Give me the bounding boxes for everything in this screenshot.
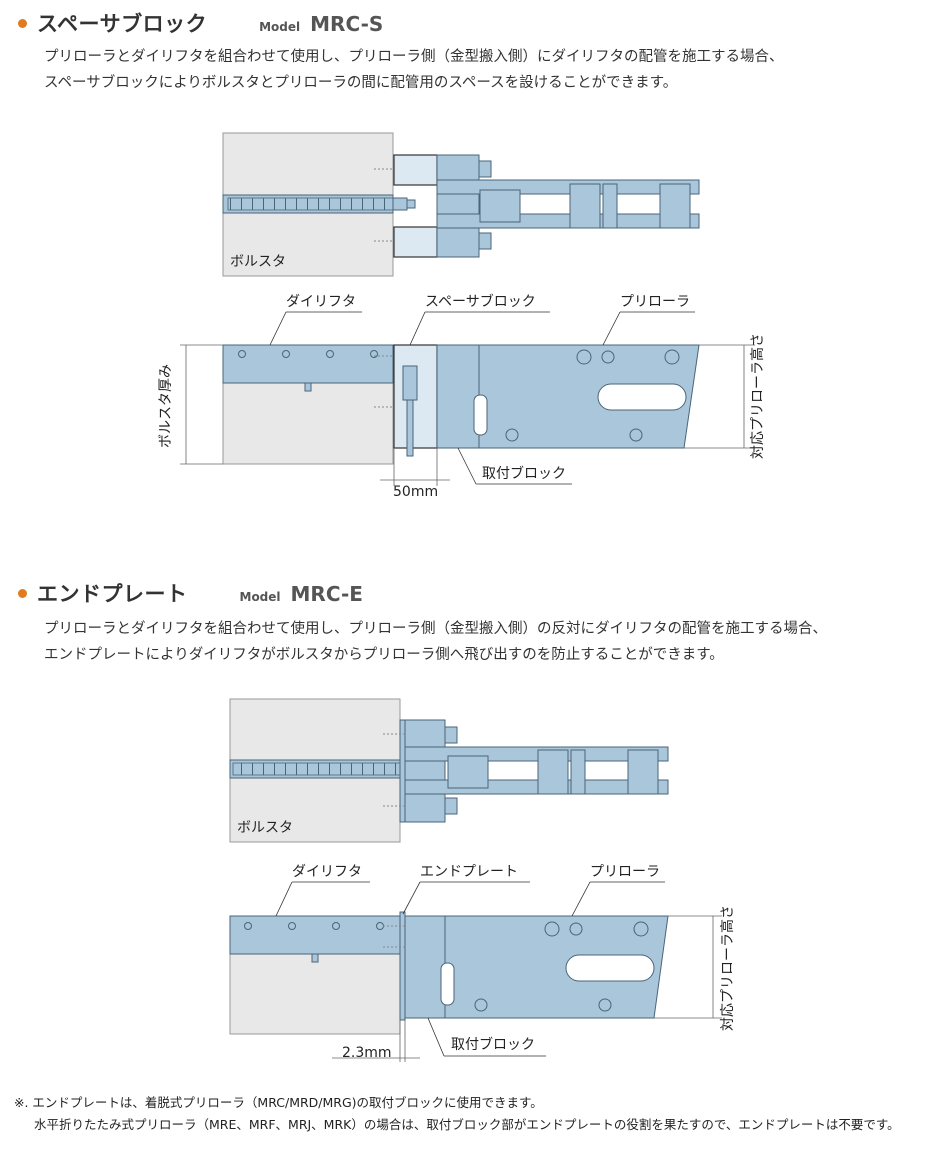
section-description: プリローラとダイリフタを組合わせて使用し、プリローラ側（金型搬入側）の反対にダイ… bbox=[44, 616, 827, 668]
bolt-hole bbox=[598, 998, 612, 1012]
bolt-hole bbox=[332, 922, 340, 930]
roller bbox=[659, 183, 691, 229]
orange-bullet-icon bbox=[18, 19, 27, 28]
label-mount-block: 取付ブロック bbox=[451, 1036, 535, 1053]
pipe-fitting bbox=[406, 199, 416, 209]
pipe-coupler bbox=[402, 365, 418, 401]
roller-wheel bbox=[664, 349, 680, 365]
label-bolster: ボルスタ bbox=[230, 254, 286, 270]
model-code: MRC-E bbox=[290, 582, 363, 606]
roller bbox=[627, 749, 659, 795]
bolt-hole bbox=[370, 350, 378, 358]
bolt-head bbox=[478, 160, 492, 178]
model-label: Model bbox=[259, 20, 301, 34]
label-mount-block: 取付ブロック bbox=[482, 465, 566, 482]
end-plate bbox=[399, 719, 406, 823]
roller-wheel bbox=[633, 921, 649, 937]
stopper bbox=[304, 382, 312, 392]
dielifter-rack bbox=[232, 762, 401, 776]
leader-line bbox=[409, 311, 426, 346]
endplate-plan-view: ボルスタ bbox=[229, 698, 669, 843]
label-dielifter: ダイリフタ bbox=[292, 864, 362, 880]
description-line: エンドプレートによりダイリフタがボルスタからプリローラ側へ飛び出すのを防止するこ… bbox=[44, 647, 724, 663]
bolt-head bbox=[444, 726, 458, 744]
mount-block bbox=[436, 154, 480, 258]
bolt-hole bbox=[474, 998, 488, 1012]
model-code: MRC-S bbox=[310, 12, 384, 36]
bolt-hole bbox=[505, 428, 519, 442]
leader-line bbox=[602, 311, 621, 346]
bolt-hole bbox=[244, 922, 252, 930]
mount-block bbox=[436, 344, 480, 449]
spacer-side-view: ボルスタ厚み 対応プリローラ高さ ダイリフタ スペーサブロック プリローラ 取付… bbox=[158, 293, 766, 500]
roller-link bbox=[570, 749, 586, 795]
bolt-hole bbox=[238, 350, 246, 358]
section-title: エンドプレート bbox=[37, 582, 188, 606]
label-dimension: 2.3mm bbox=[342, 1045, 392, 1061]
leader-line bbox=[402, 881, 421, 915]
label-roller-height: 対応プリローラ高さ bbox=[719, 905, 736, 1031]
label-end-plate: エンドプレート bbox=[420, 864, 518, 880]
bolt-hole bbox=[601, 350, 615, 364]
leader-line bbox=[457, 447, 477, 485]
bolt-hole bbox=[569, 922, 583, 936]
orange-bullet-icon bbox=[18, 589, 27, 598]
roller bbox=[537, 749, 569, 795]
end-plate bbox=[399, 911, 406, 1021]
slot bbox=[473, 394, 488, 436]
roller-link bbox=[602, 183, 618, 229]
label-preroller: プリローラ bbox=[590, 864, 660, 880]
spacer-plan-view: ボルスタ bbox=[222, 132, 700, 277]
label-dimension: 50mm bbox=[393, 484, 438, 500]
footnote-line: ※. エンドプレートは、着脱式プリローラ（MRC/MRD/MRG)の取付ブロック… bbox=[14, 1095, 543, 1110]
roller-wheel bbox=[544, 921, 560, 937]
section-title: スペーサブロック bbox=[37, 12, 208, 36]
bolt-hole bbox=[629, 428, 643, 442]
stopper bbox=[311, 953, 319, 963]
model-label: Model bbox=[239, 590, 281, 604]
roller bbox=[479, 189, 521, 223]
dielifter-rack bbox=[227, 197, 394, 211]
leader-line bbox=[275, 881, 293, 917]
bolt-head bbox=[444, 797, 458, 815]
description-line: プリローラとダイリフタを組合わせて使用し、プリローラ側（金型搬入側）にダイリフタ… bbox=[44, 49, 784, 65]
label-roller-height: 対応プリローラ高さ bbox=[749, 333, 766, 459]
dielifter-body bbox=[222, 344, 394, 384]
footnote-line: 水平折りたたみ式プリローラ（MRE、MRF、MRJ、MRK）の場合は、取付ブロッ… bbox=[34, 1117, 900, 1132]
description-line: プリローラとダイリフタを組合わせて使用し、プリローラ側（金型搬入側）の反対にダイ… bbox=[44, 621, 827, 637]
section-endplate-header: エンドプレート Model MRC-E bbox=[18, 578, 363, 608]
section-spacer-header: スペーサブロック Model MRC-S bbox=[18, 8, 383, 38]
roller-wheel bbox=[576, 349, 592, 365]
bolt-hole bbox=[326, 350, 334, 358]
label-dielifter: ダイリフタ bbox=[286, 294, 356, 310]
leader-line bbox=[269, 311, 287, 346]
label-bolster-thickness: ボルスタ厚み bbox=[158, 364, 174, 448]
footnote: ※. エンドプレートは、着脱式プリローラ（MRC/MRD/MRG)の取付ブロック… bbox=[14, 1092, 900, 1136]
leader-line bbox=[571, 881, 591, 917]
label-spacer-block: スペーサブロック bbox=[425, 293, 536, 310]
label-preroller: プリローラ bbox=[620, 294, 690, 310]
section-description: プリローラとダイリフタを組合わせて使用し、プリローラ側（金型搬入側）にダイリフタ… bbox=[44, 44, 784, 96]
mount-block bbox=[404, 915, 446, 1019]
leader-line bbox=[427, 1017, 445, 1057]
bolt-hole bbox=[288, 922, 296, 930]
pipe bbox=[406, 399, 414, 457]
slot bbox=[440, 962, 455, 1006]
roller bbox=[569, 183, 601, 229]
pipe-fitting bbox=[392, 197, 408, 211]
dielifter-body bbox=[229, 915, 401, 955]
mount-block bbox=[404, 719, 446, 823]
label-bolster: ボルスタ bbox=[237, 820, 293, 836]
roller bbox=[447, 755, 489, 789]
spacer-block bbox=[393, 226, 438, 258]
description-line: スペーサブロックによりボルスタとプリローラの間に配管用のスペースを設けることがで… bbox=[44, 75, 678, 91]
spacer-block bbox=[393, 154, 438, 186]
endplate-side-view: 対応プリローラ高さ ダイリフタ エンドプレート プリローラ 取付ブロック 2.3… bbox=[229, 864, 736, 1062]
bolt-head bbox=[478, 232, 492, 250]
slot bbox=[597, 383, 687, 411]
bolt-hole bbox=[282, 350, 290, 358]
slot bbox=[565, 954, 655, 982]
